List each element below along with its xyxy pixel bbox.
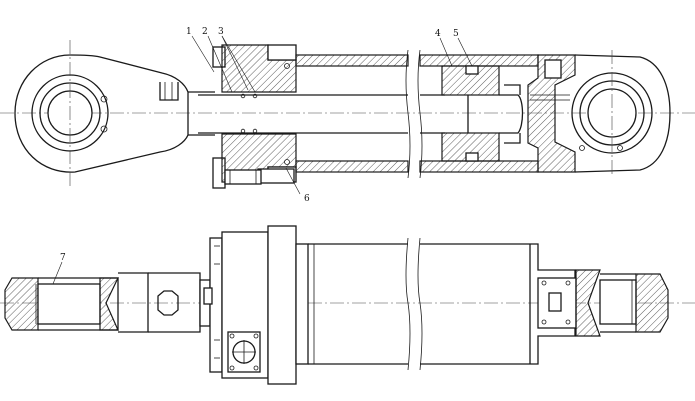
callout-6: 6 [304, 194, 310, 204]
gland-bolt [224, 169, 262, 185]
piston [441, 65, 524, 162]
right-clevis-eye [571, 50, 671, 176]
callouts: 1 2 3 4 5 6 7 [60, 27, 459, 263]
left-rod-eye [14, 40, 189, 186]
cap-end-exterior [530, 243, 577, 365]
gland-flange-exterior [199, 225, 309, 385]
barrel-exterior [308, 237, 531, 371]
barrel-section [295, 49, 539, 179]
callout-3: 3 [218, 27, 224, 37]
callout-7: 7 [60, 253, 66, 263]
callout-5: 5 [453, 29, 459, 39]
callout-leaders [47, 35, 473, 297]
left-rod-end-side [4, 272, 201, 333]
callout-4: 4 [435, 29, 441, 39]
right-clevis-side [575, 269, 669, 337]
sectioned-view [0, 40, 695, 189]
callout-1: 1 [186, 27, 192, 37]
gland-head [212, 44, 297, 189]
piston-rod [198, 94, 445, 134]
callout-2: 2 [202, 27, 208, 37]
exterior-view [0, 225, 695, 385]
cap-end [527, 54, 576, 173]
